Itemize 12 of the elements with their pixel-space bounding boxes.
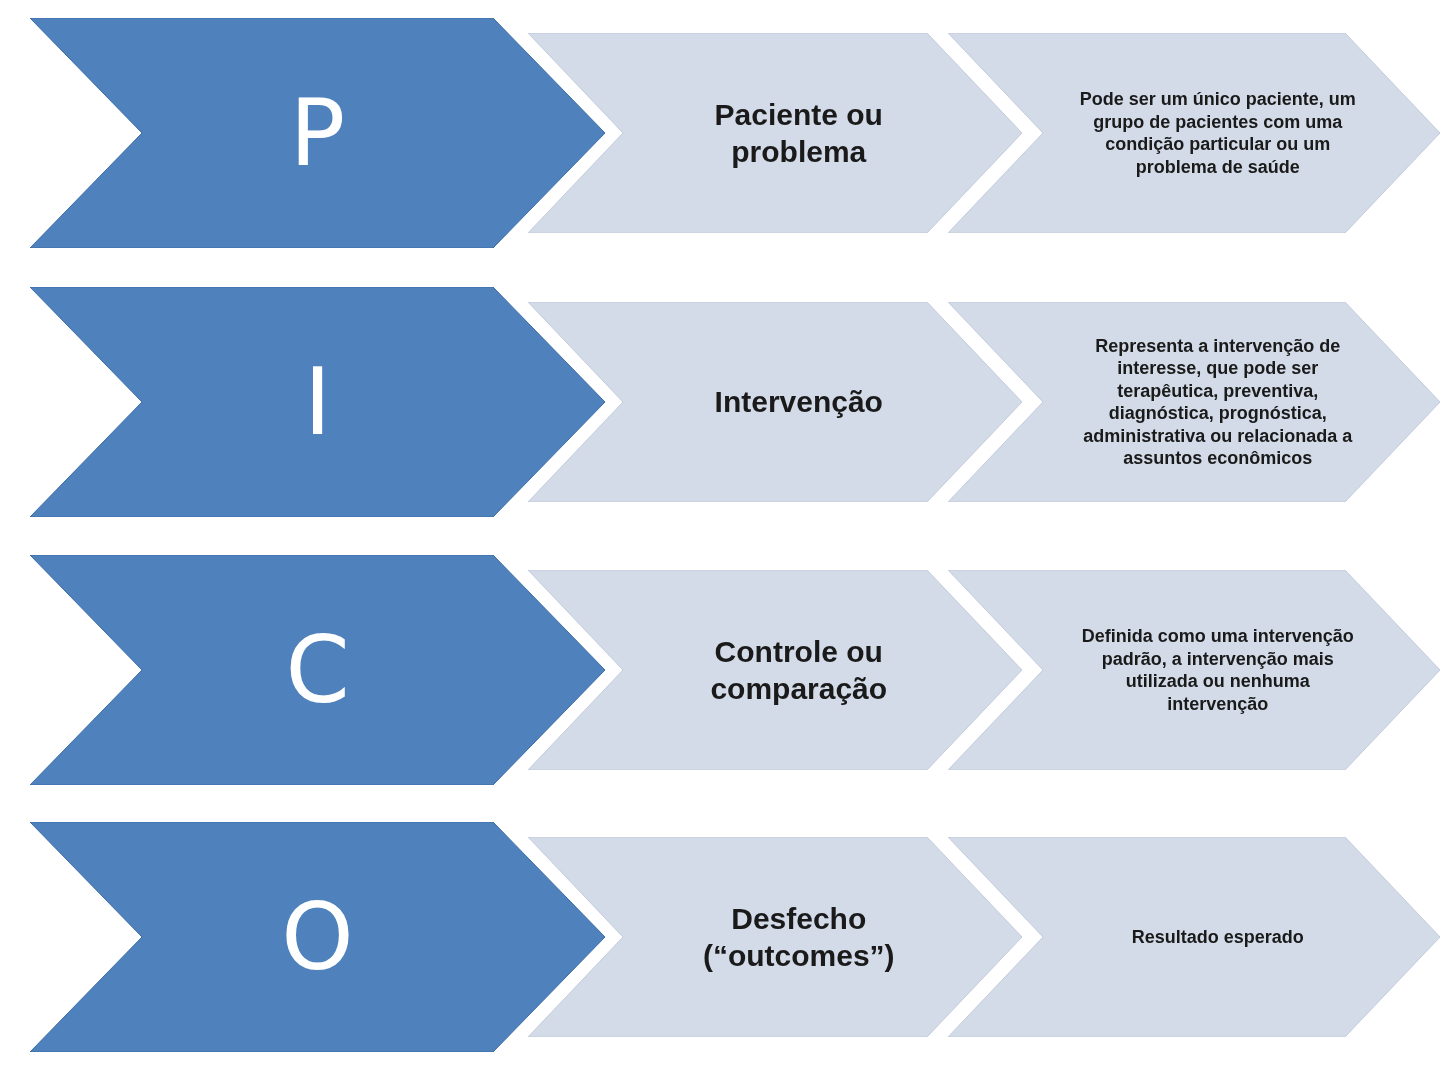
description-text: Definida como uma intervenção padrão, a intervenção mais utilizada ou nenhuma intervenção xyxy=(1080,625,1355,715)
description-text: Resultado esperado xyxy=(1131,925,1304,949)
initial-letter: O xyxy=(281,882,354,993)
term-label: Controle ou comparação xyxy=(709,633,889,707)
initial-letter: P xyxy=(289,78,346,189)
initial-letter: I xyxy=(303,347,332,458)
term-label: Paciente ou problema xyxy=(713,96,884,170)
term-label: Intervenção xyxy=(714,384,883,421)
description-text: Pode ser um único paciente, um grupo de pacientes com uma condição particular ou um problema de saúde xyxy=(1078,88,1357,178)
initial-letter: C xyxy=(285,615,350,726)
term-label: Desfecho (“outcomes”) xyxy=(701,900,896,974)
description-text: Representa a intervenção de interesse, que pode ser terapêutica, preventiva, diagnóstica, prognóstica, administrativa ou relacionada a assuntos econômicos xyxy=(1082,334,1354,470)
